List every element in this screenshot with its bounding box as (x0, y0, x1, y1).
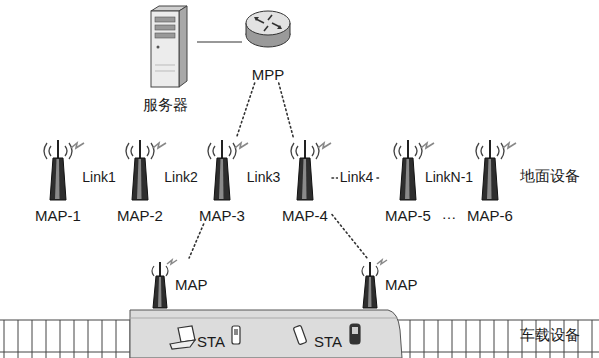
router-node: MPP (242, 3, 294, 83)
access-point-node: MAP-3 (195, 138, 249, 224)
node-label: MAP-5 (385, 207, 431, 224)
link-line (279, 83, 294, 138)
antenna-icon (278, 138, 332, 202)
vantenna-icon (145, 258, 177, 310)
link-line (197, 41, 242, 42)
vehicle-ap-node: MAP (355, 258, 421, 310)
phone-icon (293, 325, 307, 345)
sleeper (88, 320, 89, 358)
sleeper (74, 320, 75, 358)
node-label: MAP-1 (35, 207, 81, 224)
node-label: MAP-4 (282, 207, 328, 224)
sleeper (32, 320, 33, 358)
node-label: MAP-2 (117, 207, 163, 224)
antenna-icon (113, 138, 167, 202)
antenna-icon (31, 138, 85, 202)
link-label: Link1 (80, 169, 117, 185)
sleeper (60, 320, 61, 358)
router-icon (242, 3, 294, 55)
sleeper (424, 320, 425, 358)
access-point-node: MAP-4 (278, 138, 332, 224)
node-label: MAP-3 (199, 207, 245, 224)
train-stripe (130, 318, 398, 319)
sleeper (18, 320, 19, 358)
node-label: 服务器 (143, 96, 188, 113)
station-label: STA (314, 333, 342, 350)
node-label: MAP (175, 276, 208, 293)
sleeper (410, 320, 411, 358)
link-line (236, 83, 254, 138)
server-icon (133, 5, 197, 89)
sleeper (508, 320, 509, 358)
phone-icon (232, 326, 240, 344)
node-label: MAP-6 (467, 207, 513, 224)
group-label: 地面设备 (520, 167, 580, 184)
sleeper (102, 320, 103, 358)
sleeper (46, 320, 47, 358)
vehicle-ap-node: MAP (145, 258, 211, 310)
node-label: MAP (385, 276, 418, 293)
link-line (189, 224, 204, 258)
train-body (130, 310, 402, 358)
station-label: STA (197, 333, 225, 350)
sleeper (494, 320, 495, 358)
group-label: 车载设备 (520, 326, 580, 343)
link-label: Link4 (338, 169, 375, 185)
ellipsis-mark: … (442, 205, 457, 222)
sleeper (480, 320, 481, 358)
node-label: MPP (252, 66, 285, 83)
link-label: Link2 (162, 169, 199, 185)
sleeper (592, 320, 593, 358)
vantenna-icon (355, 258, 387, 310)
sleeper (452, 320, 453, 358)
server-node: 服务器 (133, 5, 197, 113)
sleeper (4, 320, 5, 358)
phone-icon (350, 324, 360, 344)
link-label: Link3 (245, 169, 282, 185)
access-point-node: MAP-2 (113, 138, 167, 224)
sleeper (438, 320, 439, 358)
sleeper (466, 320, 467, 358)
train-car (130, 310, 402, 358)
antenna-icon (195, 138, 249, 202)
laptop-icon (170, 326, 195, 349)
sleeper (116, 320, 117, 358)
link-line (332, 215, 367, 258)
access-point-node: MAP-1 (31, 138, 85, 224)
link-label: LinkN-1 (423, 169, 475, 185)
